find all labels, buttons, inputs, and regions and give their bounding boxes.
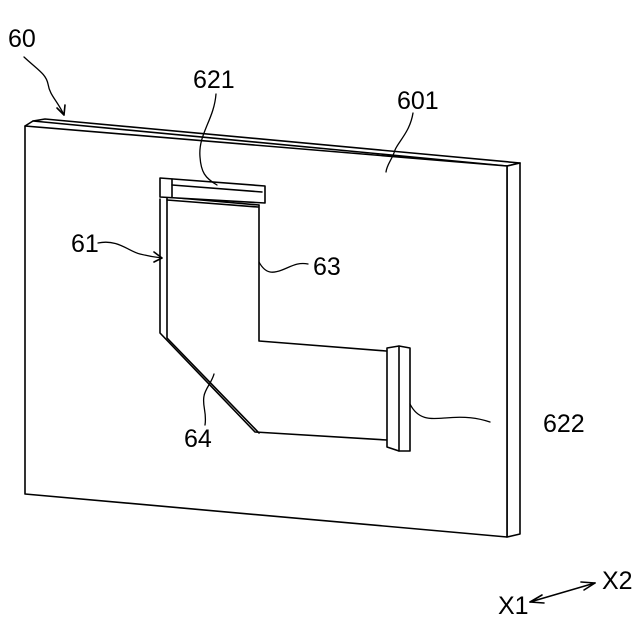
- leader-panel: [24, 57, 64, 115]
- label-edge-inner: 63: [313, 253, 341, 281]
- panel-top-left-bevel: [25, 121, 33, 126]
- direction-arrow-shaft: [530, 583, 595, 602]
- panel-right-edge: [507, 163, 520, 537]
- label-end-top: 621: [193, 66, 235, 94]
- label-edge-diagonal: 64: [184, 425, 212, 453]
- label-panel: 60: [8, 25, 36, 53]
- panel: [25, 119, 520, 537]
- label-member: 61: [71, 230, 99, 258]
- label-surface: 601: [397, 87, 439, 115]
- direction-label-right: X2: [602, 567, 633, 595]
- direction-label-left: X1: [498, 592, 529, 620]
- direction-indicator: X1 X2: [498, 567, 633, 620]
- label-end-right: 622: [543, 410, 585, 438]
- panel-front-face: [25, 126, 507, 537]
